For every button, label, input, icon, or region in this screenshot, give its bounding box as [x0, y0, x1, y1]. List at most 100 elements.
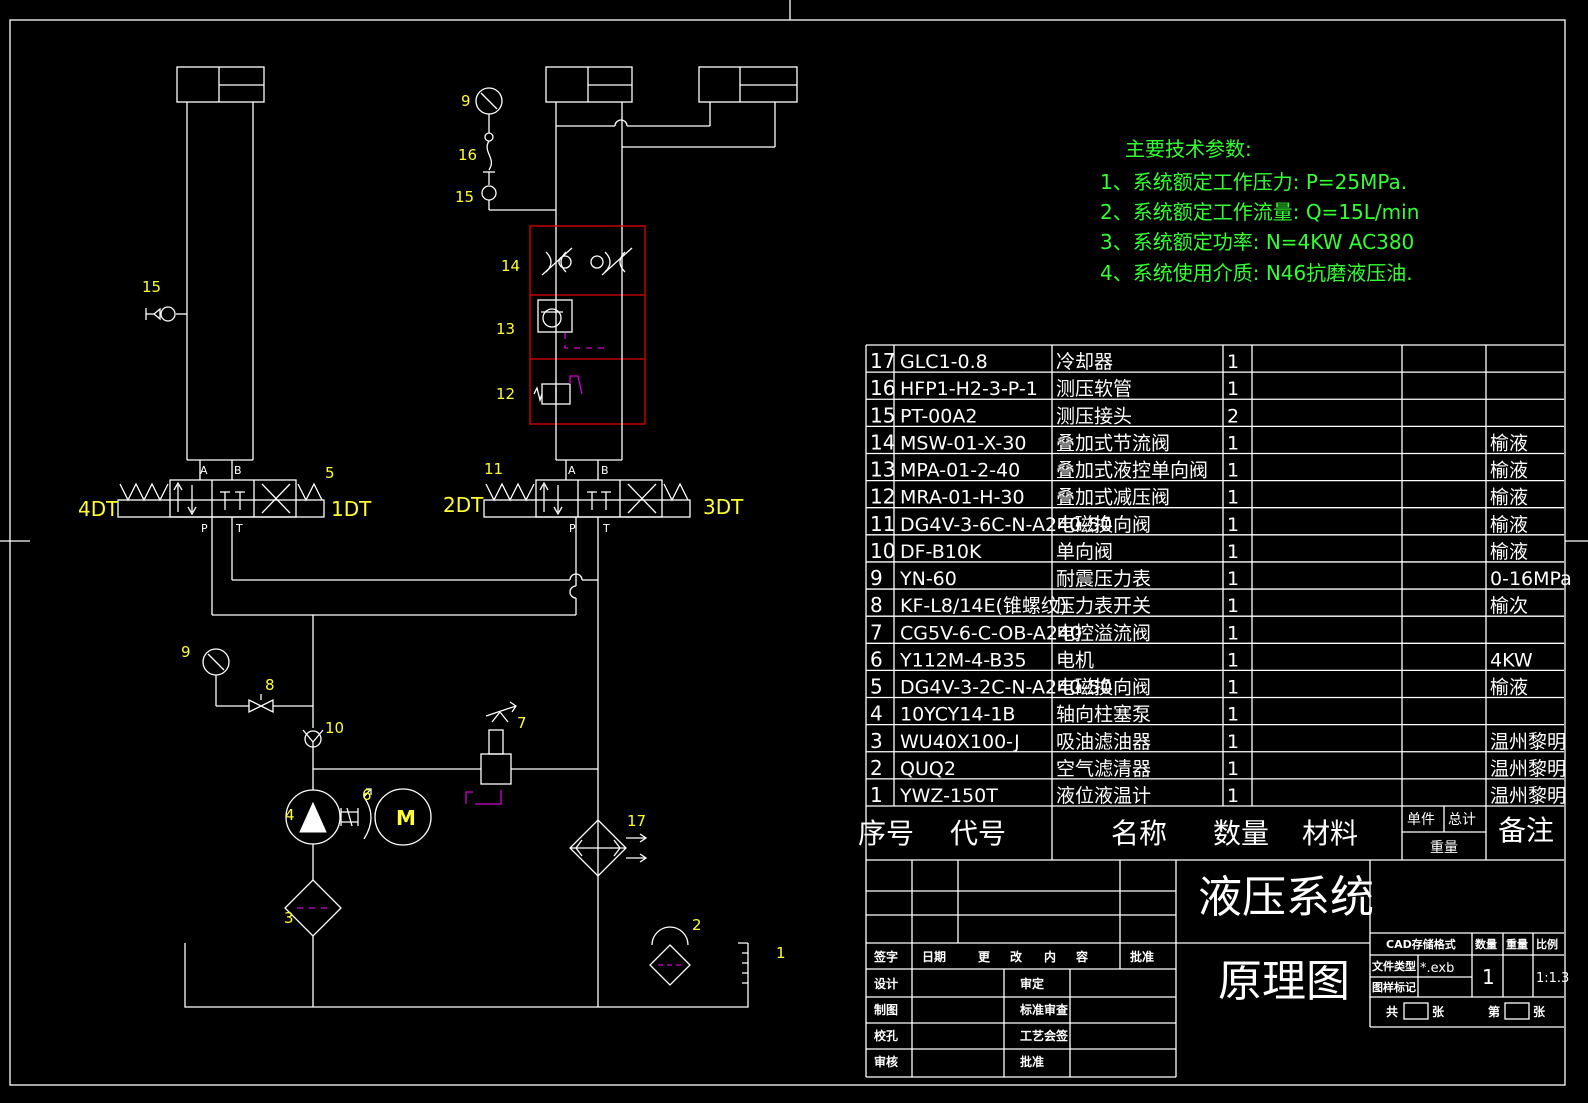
approval-process: 工艺会签 — [1020, 1028, 1069, 1043]
bom-cell-qty: 1 — [1227, 704, 1239, 726]
bom-header-unit-weight: 单件 — [1407, 812, 1435, 828]
bom-cell-code: DF-B10K — [900, 541, 982, 563]
tech-params: 主要技术参数: 1、系统额定工作压力: P=25MPa. 2、系统额定工作流量:… — [1100, 137, 1419, 285]
port-b-left: B — [234, 464, 242, 477]
bom-cell-code: HFP1-H2-3-P-1 — [900, 378, 1038, 400]
bom-cell-code: DG4V-3-6C-N-A240-50 — [900, 514, 1112, 536]
port-a-left: A — [200, 464, 208, 477]
bom-cell-remark: 温州黎明 — [1490, 785, 1566, 807]
port-b-right: B — [601, 464, 609, 477]
sign-header-c2: 改 — [1010, 949, 1023, 964]
label-2: 2 — [692, 916, 702, 934]
sign-header-sign: 签字 — [873, 949, 898, 964]
label-9-top: 9 — [461, 92, 471, 110]
bom-cell-remark: 温州黎明 — [1490, 758, 1566, 780]
right-cylinders — [545, 66, 798, 228]
weight-label: 重量 — [1506, 937, 1528, 951]
pump-4-motor-6 — [285, 788, 432, 880]
approval-standard: 标准审查 — [1019, 1002, 1069, 1017]
solenoid-2dt: 2DT — [443, 493, 484, 517]
bom-cell-code: YWZ-150T — [899, 785, 998, 807]
scale-value: 1:1.3 — [1536, 971, 1569, 986]
tech-param-2: 2、系统额定工作流量: Q=15L/min — [1100, 200, 1419, 224]
bom-cell-name: 液位液温计 — [1056, 785, 1151, 807]
file-type-label: 文件类型 — [1372, 959, 1416, 973]
label-8: 8 — [265, 676, 275, 694]
bom-cell-remark: 4KW — [1490, 649, 1533, 671]
bom-cell-no: 5 — [870, 675, 883, 699]
label-7: 7 — [517, 714, 527, 732]
label-3: 3 — [284, 909, 294, 927]
bom-cell-code: GLC1-0.8 — [900, 351, 988, 373]
bom-cell-name: 冷却器 — [1056, 351, 1113, 373]
label-16: 16 — [458, 146, 477, 164]
bom-cell-name: 叠加式节流阀 — [1056, 432, 1170, 454]
role-review: 审核 — [874, 1054, 898, 1069]
bom-cell-no: 11 — [870, 512, 895, 536]
bom-cell-name: 叠加式液控单向阀 — [1056, 460, 1208, 482]
main-lines — [211, 517, 599, 1007]
tank — [184, 942, 749, 1008]
drawing-title-line2: 原理图 — [1218, 956, 1350, 1007]
test-coupling-15-left — [145, 306, 187, 322]
bom-cell-qty: 1 — [1227, 622, 1239, 644]
bom-cell-no: 13 — [870, 458, 895, 482]
bom-cell-no: 3 — [870, 729, 883, 753]
bom-cell-qty: 1 — [1227, 649, 1239, 671]
solenoid-4dt: 4DT — [78, 497, 119, 521]
bom-cell-no: 2 — [870, 756, 883, 780]
left-cylinder — [176, 66, 265, 461]
bom-header-code: 代号 — [950, 817, 1006, 850]
bom-cell-qty: 1 — [1227, 514, 1239, 536]
bom-cell-qty: 1 — [1227, 568, 1239, 590]
tech-params-title: 主要技术参数: — [1125, 137, 1252, 161]
title-block: 液压系统 原理图 签字 日期 更 改 内 容 批准 设计 制图 校孔 审核 审定… — [866, 860, 1569, 1078]
bom-cell-name: 电磁换向阀 — [1056, 677, 1151, 699]
tech-param-1: 1、系统额定工作压力: P=25MPa. — [1100, 170, 1407, 194]
bom-cell-remark: 榆液 — [1490, 432, 1528, 454]
bom-cell-remark: 榆液 — [1490, 677, 1528, 699]
sign-header-date: 日期 — [922, 949, 946, 964]
sheet-page-label: 第 — [1488, 1004, 1500, 1019]
bom-cell-no: 12 — [870, 485, 895, 509]
bom-cell-no: 14 — [870, 430, 895, 454]
bom-cell-no: 6 — [870, 647, 883, 671]
solenoid-3dt: 3DT — [703, 495, 744, 519]
role-draw: 制图 — [874, 1002, 898, 1017]
bom-cell-code: MPA-01-2-40 — [900, 460, 1020, 482]
bom-cell-qty: 1 — [1227, 378, 1239, 400]
bom-cell-code: DG4V-3-2C-N-A240-50 — [900, 677, 1112, 699]
label-13: 13 — [496, 320, 515, 338]
bom-header-index: 序号 — [858, 817, 914, 850]
label-14: 14 — [501, 257, 520, 275]
port-p-right: P — [569, 522, 576, 535]
bom-cell-qty: 1 — [1227, 351, 1239, 373]
bom-header-total-weight: 总计 — [1448, 812, 1476, 828]
sign-header-c4: 容 — [1075, 949, 1088, 964]
label-11: 11 — [484, 460, 503, 478]
bom-cell-qty: 1 — [1227, 460, 1239, 482]
label-15-top: 15 — [455, 188, 474, 206]
bom-cell-code: YN-60 — [899, 568, 957, 590]
bom-cell-qty: 1 — [1227, 758, 1239, 780]
port-a-right: A — [568, 464, 576, 477]
bom-cell-qty: 1 — [1227, 541, 1239, 563]
label-1: 1 — [776, 944, 786, 962]
bom-cell-remark: 榆液 — [1490, 514, 1528, 536]
bom-cell-no: 17 — [870, 349, 895, 373]
directional-valve-5 — [117, 460, 325, 580]
bom-cell-no: 16 — [870, 376, 895, 400]
sign-header-approve: 批准 — [1130, 949, 1154, 964]
bom-cell-no: 10 — [870, 539, 895, 563]
label-9-bottom: 9 — [181, 643, 191, 661]
sheet-total-label: 共 — [1386, 1004, 1398, 1019]
bom-cell-code: KF-L8/14E(锥螺纹) — [900, 595, 1067, 617]
port-p-left: P — [201, 522, 208, 535]
file-type-value: *.exb — [1420, 961, 1454, 976]
bom-cell-no: 8 — [870, 593, 883, 617]
port-t-left: T — [235, 522, 243, 535]
bom-cell-no: 1 — [870, 783, 883, 807]
check-valve-10 — [302, 729, 324, 748]
